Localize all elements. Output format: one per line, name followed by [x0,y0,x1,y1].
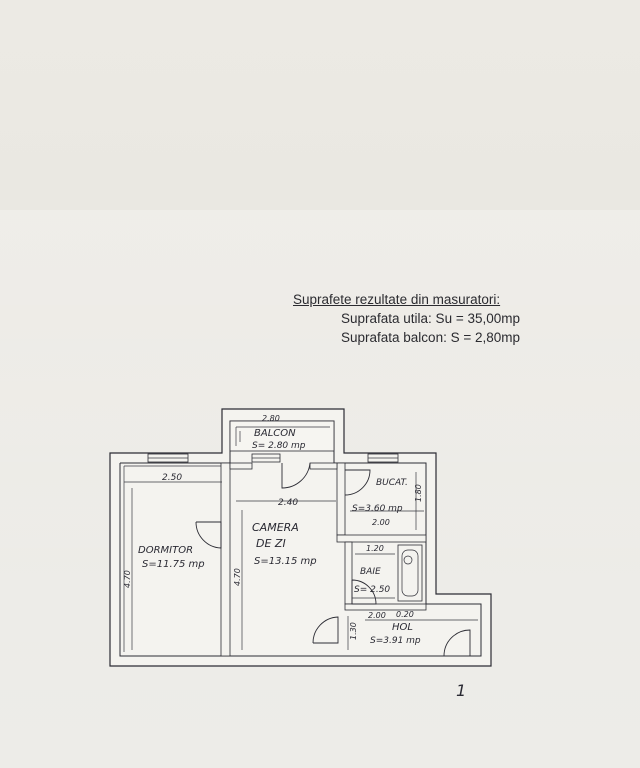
balcony-area-line: Suprafata balcon: S = 2,80mp [341,330,520,345]
bucatarie-top-dim: 2.00 [372,518,390,527]
room-dormitor: 2.50 DORMITOR S=11.75 mp 4.70 [123,473,205,588]
camera-area: S=13.15 mp [254,556,317,567]
hol-name: HOL [392,622,413,633]
camera-name-line1: CAMERA [252,521,299,534]
dormitor-width-dim: 2.50 [162,473,182,483]
room-hol: 0.20 HOL S=3.91 mp 1.30 [349,610,421,646]
hol-area: S=3.91 mp [370,636,421,646]
baie-name: BAIE [360,567,381,577]
camera-width-dim: 2.40 [278,498,298,508]
room-camera-de-zi: 2.40 CAMERA DE ZI S=13.15 mp 4.70 [233,498,317,586]
room-bucatarie: BUCAT. S=3.60 mp 2.00 1.80 [352,478,423,527]
entrance-mark: 1 [456,681,466,700]
summary-heading: Suprafete rezultate din masuratori: [293,292,501,307]
interior-walls [220,462,427,657]
baie-area: S= 2.50 [354,585,390,595]
bucatarie-area: S=3.60 mp [352,504,403,514]
balcon-name: BALCON [254,428,296,439]
dormitor-name: DORMITOR [138,545,193,556]
camera-height-dim: 4.70 [233,568,242,586]
room-baie: 1.20 BAIE S= 2.50 2.00 [354,544,390,620]
dormitor-area: S=11.75 mp [142,559,205,570]
bucatarie-side-dim: 1.80 [414,484,423,502]
dormitor-height-dim: 4.70 [123,570,132,588]
dimension-lines [124,472,478,650]
bathroom-fixtures [397,544,423,602]
area-summary: Suprafete rezultate din masuratori: Supr… [293,290,520,347]
camera-name-line2: DE ZI [256,537,286,550]
outer-walls [109,408,492,667]
bucatarie-name: BUCAT. [376,478,408,488]
useful-area-line: Suprafata utila: Su = 35,00mp [341,311,520,326]
balcon-width-dim: 2.80 [262,414,280,423]
doors [195,462,471,657]
room-balcon: 2.80 BALCON S= 2.80 mp [229,414,335,452]
hol-top-dim: 0.20 [396,610,414,619]
windows [147,453,399,463]
hol-side-dim: 1.30 [349,622,358,640]
baie-bottom-dim: 2.00 [368,611,386,620]
baie-top-dim: 1.20 [366,544,384,553]
balcon-area: S= 2.80 mp [252,441,306,451]
